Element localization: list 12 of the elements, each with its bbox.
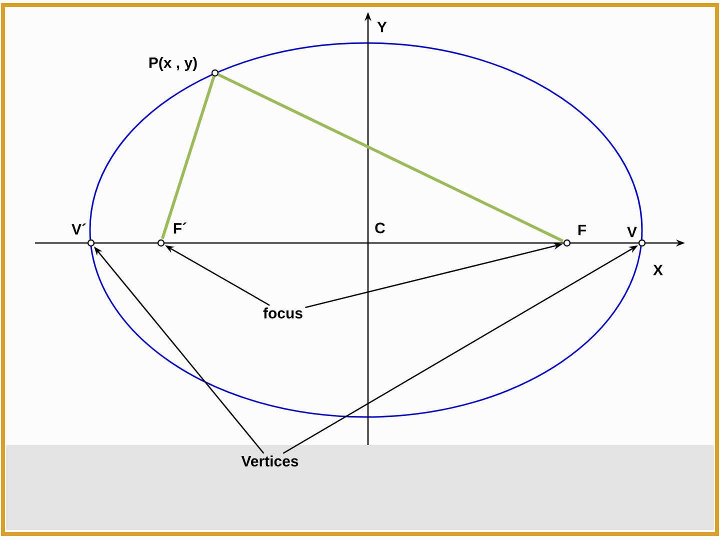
point-label: F´ — [174, 222, 186, 234]
callout-text: focus — [263, 307, 302, 318]
point-label: F — [578, 224, 586, 236]
point-label: V´ — [72, 224, 86, 234]
point-label: P(x , y) — [149, 57, 197, 71]
line-segment — [160, 76, 216, 240]
axis-label: Y — [377, 22, 387, 32]
callout-text: Vertices — [241, 455, 298, 466]
axis-label: X — [653, 264, 663, 276]
point-label: V — [627, 226, 637, 238]
center-label: C — [375, 222, 385, 234]
line-segment — [218, 73, 564, 242]
